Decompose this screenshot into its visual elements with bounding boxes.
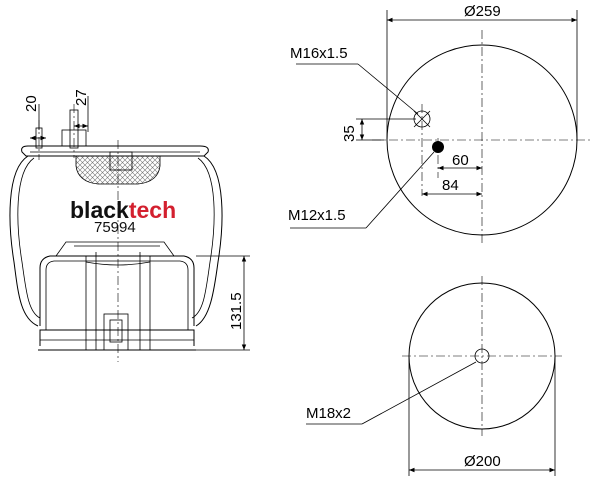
dim-84: 84	[442, 177, 459, 194]
label-m12: M12x1.5	[288, 207, 346, 224]
dim-35: 35	[341, 125, 358, 142]
side-view: 20 27 131.5 blacktech 75994	[9, 89, 250, 362]
label-m18: M18x2	[306, 405, 351, 422]
top-view: Ø259 35 60 84 M16x1.5 M12x1.5	[288, 3, 592, 246]
top-plate	[21, 145, 209, 157]
m18-hole	[474, 348, 490, 364]
dim-top-left: 20	[23, 95, 40, 112]
label-m16: M16x1.5	[290, 45, 348, 62]
bottom-diameter: Ø200	[464, 453, 501, 470]
bottom-view: Ø200 M18x2	[306, 276, 562, 476]
dim-top-right: 27	[73, 89, 90, 106]
top-diameter: Ø259	[464, 3, 501, 20]
model-number: 75994	[94, 219, 136, 236]
bellows-outer	[9, 155, 39, 327]
dim-60: 60	[452, 152, 469, 169]
brand-logo: blacktech	[70, 197, 176, 223]
dim-height: 131.5	[228, 292, 245, 330]
piston	[39, 255, 195, 326]
